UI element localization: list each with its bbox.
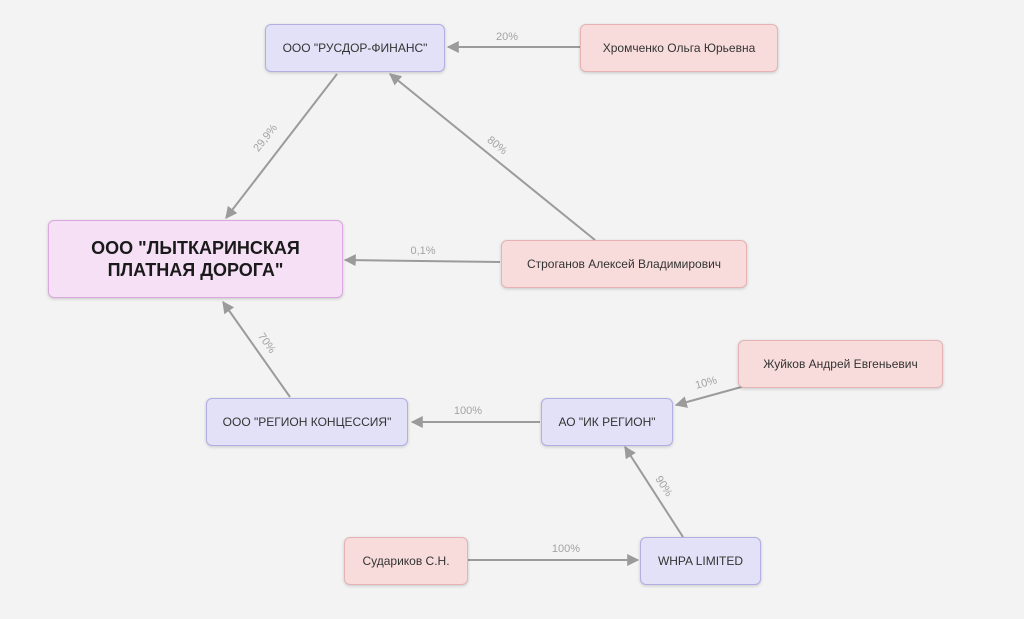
edge-stroganov-main: 0,1% (343, 245, 501, 267)
node-label: ООО "ЛЫТКАРИНСКАЯ ПЛАТНАЯ ДОРОГА" (91, 238, 300, 280)
node-label: Хромченко Ольга Юрьевна (602, 41, 756, 55)
edge-stroganov-rusdor: 80% (389, 73, 596, 241)
edge-rusdor-main: 29,9% (225, 73, 338, 219)
node-label: WHPA LIMITED (657, 554, 744, 568)
node-label: ООО "РУСДОР-ФИНАНС" (282, 41, 428, 55)
node-stroganov[interactable]: Строганов Алексей Владимирович (501, 240, 747, 288)
edge-zhuikov-ik-region: 10% (674, 374, 746, 408)
edge-region-konc-main: 70% (222, 301, 291, 398)
node-whpa-limited[interactable]: WHPA LIMITED (640, 537, 761, 585)
edge-label-sudarikov-whpa: 100% (552, 543, 580, 555)
node-zhuikov[interactable]: Жуйков Андрей Евгеньевич (738, 340, 943, 388)
node-label: ООО "РЕГИОН КОНЦЕССИЯ" (222, 415, 392, 429)
edge-label-zhuikov-ik-region: 10% (694, 374, 719, 391)
node-label: Судариков С.Н. (362, 554, 450, 568)
node-ik-region[interactable]: АО "ИК РЕГИОН" (541, 398, 673, 446)
node-label: Жуйков Андрей Евгеньевич (763, 357, 918, 371)
node-rusdor-finans[interactable]: ООО "РУСДОР-ФИНАНС" (265, 24, 445, 72)
edge-label-rusdor-main: 29,9% (251, 122, 280, 154)
node-lytkarinskaya-platnaya-doroga[interactable]: ООО "ЛЫТКАРИНСКАЯ ПЛАТНАЯ ДОРОГА" (48, 220, 343, 298)
edge-ik-region-region-konc: 100% (410, 405, 540, 428)
edge-whpa-ik-region: 90% (624, 445, 684, 538)
node-sudarikov[interactable]: Судариков С.Н. (344, 537, 468, 585)
node-khromchenko[interactable]: Хромченко Ольга Юрьевна (580, 24, 778, 72)
node-label: Строганов Алексей Владимирович (526, 257, 722, 271)
edge-khromchenko-rusdor: 20% (446, 31, 580, 53)
edge-label-stroganov-main: 0,1% (410, 245, 435, 257)
edge-label-ik-region-region-konc: 100% (454, 405, 482, 417)
edge-label-khromchenko-rusdor: 20% (496, 31, 518, 43)
node-region-koncessiya[interactable]: ООО "РЕГИОН КОНЦЕССИЯ" (206, 398, 408, 446)
node-label: АО "ИК РЕГИОН" (558, 415, 656, 429)
edge-sudarikov-whpa: 100% (468, 543, 640, 566)
